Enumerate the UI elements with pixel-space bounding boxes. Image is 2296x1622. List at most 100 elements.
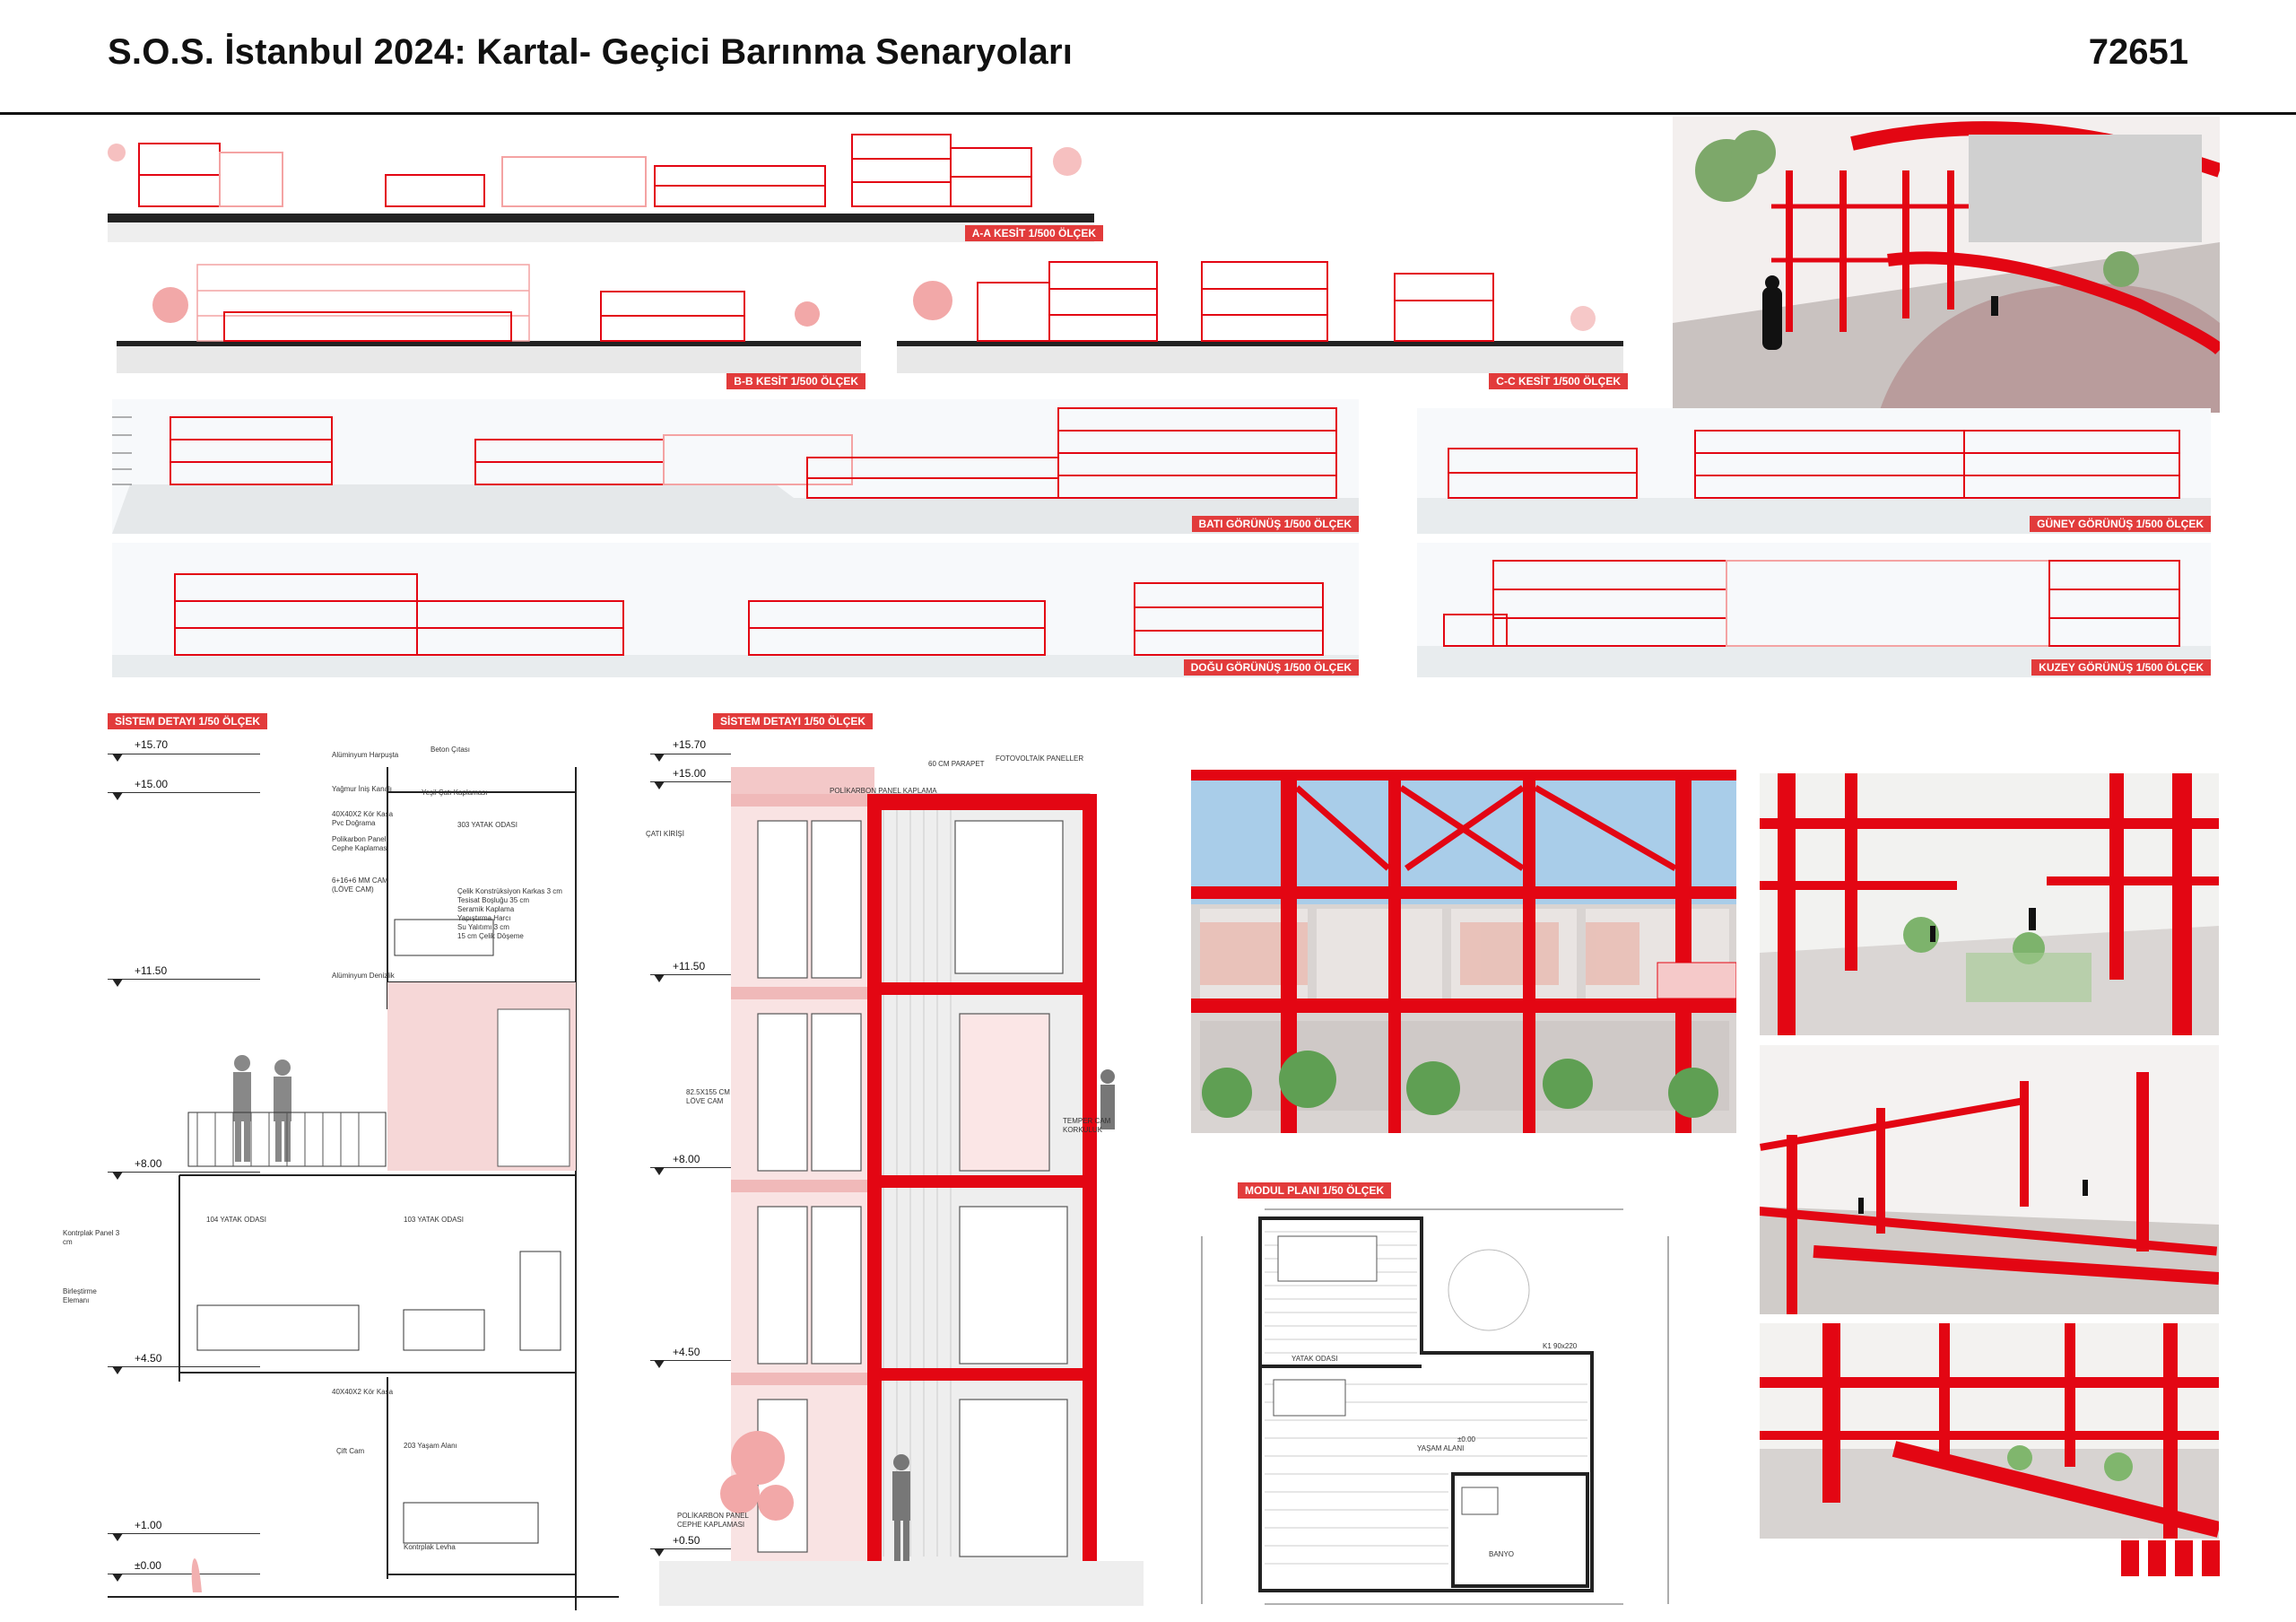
detail2-level-1: +15.70	[673, 738, 707, 751]
detail2-note: TEMPER CAM KORKULUK	[1063, 1117, 1111, 1134]
elevation-dogu-drawing	[112, 543, 1359, 677]
courtyard-render-2-art	[1760, 773, 2219, 1035]
elevation-kuzey-drawing	[1417, 543, 2211, 677]
courtyard-render-2	[1760, 773, 2219, 1035]
system-detail-2-label: SİSTEM DETAYI 1/50 ÖLÇEK	[713, 713, 874, 729]
module-plan-drawing	[1201, 1208, 1669, 1605]
detail1-level-5: +4.50	[135, 1352, 162, 1365]
detail1-note: Seramik Kaplama	[457, 905, 515, 913]
detail1-note: 15 cm Çelik Döşeme	[457, 932, 524, 940]
detail1-note: Yeşil Çatı Kaplaması	[422, 789, 488, 797]
level-marker-icon	[654, 974, 665, 982]
detail2-note: POLİKARBON PANEL KAPLAMA	[830, 787, 937, 795]
detail2-level-line	[650, 1167, 731, 1168]
level-marker-icon	[112, 792, 123, 800]
detail2-level-line	[650, 1360, 731, 1361]
elevation-bati-panel: BATI GÖRÜNÜŞ 1/500 ÖLÇEK	[112, 399, 1359, 534]
system-detail-1-drawing	[108, 767, 619, 1610]
facade-render	[1191, 770, 1736, 1133]
elevation-kuzey-label: KUZEY GÖRÜNÜŞ 1/500 ÖLÇEK	[2031, 659, 2211, 676]
elevation-dogu-label: DOĞU GÖRÜNÜŞ 1/500 ÖLÇEK	[1183, 659, 1359, 676]
detail1-note: Alüminyum Denizlik	[332, 972, 395, 980]
facade-render-art	[1191, 770, 1736, 1133]
level-marker-icon	[654, 781, 665, 789]
detail1-note: Kontrplak Levha	[404, 1543, 456, 1551]
system-detail-1-panel: SİSTEM DETAYI 1/50 ÖLÇEK +15.70 +15.00 +…	[63, 713, 619, 1610]
level-marker-icon	[654, 1360, 665, 1368]
courtyard-render-1	[1673, 117, 2220, 413]
detail1-level-1: +15.70	[135, 738, 169, 751]
detail1-note: Su Yalıtımı 3 cm	[457, 923, 509, 931]
elevation-guney-panel: GÜNEY GÖRÜNÜŞ 1/500 ÖLÇEK	[1417, 408, 2211, 534]
module-room-living: YAŞAM ALANI	[1417, 1444, 1465, 1452]
detail2-note: 60 CM PARAPET	[928, 760, 985, 768]
detail2-level-2: +15.00	[673, 767, 707, 780]
elevation-bati-drawing	[112, 399, 1359, 534]
level-marker-icon	[112, 979, 123, 987]
header-rule	[0, 112, 2296, 115]
detail1-level-line	[108, 1533, 260, 1534]
detail1-note: Alüminyum Harpuşta	[332, 751, 399, 759]
detail1-note: Kontrplak Panel 3 cm	[63, 1229, 120, 1246]
page-title: S.O.S. İstanbul 2024: Kartal- Geçici Bar…	[108, 32, 1074, 72]
level-marker-icon	[112, 1172, 123, 1180]
detail1-level-line	[108, 979, 260, 980]
detail2-level-4: +8.00	[673, 1153, 700, 1165]
section-aa-drawing	[108, 134, 1094, 242]
elevation-bati-label: BATI GÖRÜNÜŞ 1/500 ÖLÇEK	[1191, 516, 1359, 532]
section-aa-panel: A-A KESİT 1/500 ÖLÇEK	[99, 126, 1103, 242]
section-aa-label: A-A KESİT 1/500 ÖLÇEK	[964, 225, 1103, 241]
detail1-note: 40X40X2 Kör Kasa	[332, 1388, 394, 1396]
detail1-note: 6+16+6 MM CAM (LÖVE CAM)	[332, 876, 388, 894]
detail2-note: FOTOVOLTAİK PANELLER	[996, 754, 1084, 763]
section-bb-drawing	[117, 264, 861, 373]
detail2-level-3: +11.50	[673, 960, 706, 972]
detail2-note: POLİKARBON PANEL CEPHE KAPLAMASI	[677, 1512, 749, 1529]
detail2-level-line	[650, 974, 731, 975]
detail2-level-5: +4.50	[673, 1346, 700, 1358]
detail1-note: Tesisat Boşluğu 35 cm	[457, 896, 530, 904]
module-plan-label: MODUL PLANI 1/50 ÖLÇEK	[1238, 1182, 1392, 1199]
section-bb-panel: B-B KESİT 1/500 ÖLÇEK	[112, 251, 865, 390]
section-cc-drawing	[897, 261, 1623, 373]
detail1-note: Beton Çıtası	[430, 746, 471, 754]
detail1-level-4: +8.00	[135, 1157, 162, 1170]
detail2-note: 82.5X155 CM LÖVE CAM	[686, 1088, 730, 1105]
detail1-note: 104 YATAK ODASI	[206, 1216, 266, 1224]
detail1-level-6: +1.00	[135, 1519, 162, 1531]
sheet-number: 72651	[2088, 32, 2188, 72]
detail1-note: Çelik Konstrüksiyon Karkas 3 cm	[457, 887, 562, 895]
level-marker-icon	[654, 1167, 665, 1175]
walkway-render	[1760, 1323, 2219, 1539]
section-bb-label: B-B KESİT 1/500 ÖLÇEK	[726, 373, 865, 389]
walkway-render-art	[1760, 1323, 2219, 1539]
module-door-tag: K1 90x220	[1543, 1342, 1578, 1350]
level-marker-icon	[112, 754, 123, 762]
detail1-note: Yağmur İniş Kanalı	[332, 785, 392, 793]
module-room-bedroom: YATAK ODASI	[1292, 1355, 1338, 1363]
elevation-dogu-panel: DOĞU GÖRÜNÜŞ 1/500 ÖLÇEK	[112, 543, 1359, 677]
detail1-note: Çift Cam	[336, 1447, 365, 1455]
detail1-level-3: +11.50	[135, 964, 168, 977]
system-detail-2-panel: SİSTEM DETAYI 1/50 ÖLÇEK +15.70 +15.00 +…	[641, 713, 1144, 1610]
level-marker-icon	[112, 1366, 123, 1374]
detail1-note: 203 Yaşam Alanı	[404, 1442, 457, 1450]
detail2-note: ÇATI KİRİŞİ	[646, 830, 684, 838]
level-marker-icon	[112, 1574, 123, 1582]
system-detail-2-drawing	[659, 767, 1144, 1606]
section-cc-panel: C-C KESİT 1/500 ÖLÇEK	[892, 251, 1628, 390]
system-detail-1-label: SİSTEM DETAYI 1/50 ÖLÇEK	[108, 713, 268, 729]
module-level: ±0.00	[1457, 1435, 1475, 1443]
detail1-note: 303 YATAK ODASI	[457, 821, 517, 829]
level-marker-icon	[654, 754, 665, 762]
detail2-level-line	[650, 781, 731, 782]
elevation-kuzey-panel: KUZEY GÖRÜNÜŞ 1/500 ÖLÇEK	[1417, 543, 2211, 677]
courtyard-render-1-art	[1673, 121, 2220, 413]
detail1-note: Polikarbon Panel Cephe Kaplaması	[332, 835, 389, 852]
detail2-level-line	[650, 1548, 731, 1549]
detail1-level-2: +15.00	[135, 778, 169, 790]
elevation-guney-drawing	[1417, 408, 2211, 534]
level-marker-icon	[654, 1548, 665, 1557]
detail2-level-6: +0.50	[673, 1534, 700, 1547]
gallery-render	[1760, 1045, 2219, 1314]
